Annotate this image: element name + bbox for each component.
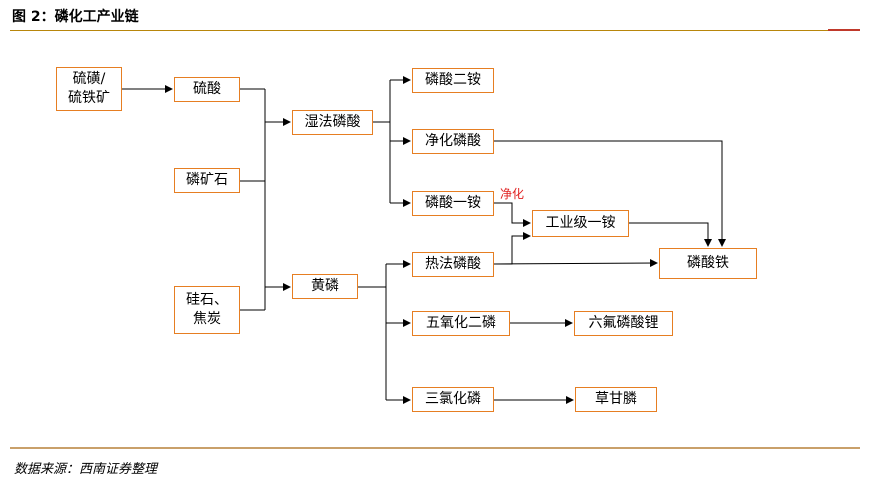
edge-map-to-industrial — [494, 202, 531, 227]
node-label: 六氟磷酸锂 — [588, 315, 659, 331]
edge-purified-to-lfp — [494, 140, 726, 247]
node-label: 工业级一铵 — [545, 215, 616, 231]
node-label: 磷酸铁 — [687, 255, 729, 271]
node-sulfur-iron-ore: 硫磺/ 硫铁矿 — [56, 67, 122, 111]
top-rule — [10, 30, 860, 31]
node-phosphorus-pentoxide: 五氧化二磷 — [412, 311, 510, 336]
node-map: 磷酸一铵 — [412, 191, 494, 216]
node-thermal-phosphoric-acid: 热法磷酸 — [412, 252, 494, 277]
node-sulfuric-acid: 硫酸 — [174, 77, 240, 102]
node-label: 热法磷酸 — [425, 256, 481, 272]
node-label: 黄磷 — [311, 278, 339, 294]
node-label-line2: 硫铁矿 — [68, 90, 110, 106]
edge-label-purify: 净化 — [500, 187, 525, 201]
node-wet-phosphoric-acid: 湿法磷酸 — [292, 110, 373, 135]
top-rule-accent — [828, 29, 860, 31]
node-industrial-grade-map: 工业级一铵 — [532, 210, 629, 237]
node-phosphate-rock: 磷矿石 — [174, 168, 240, 193]
node-yellow-phosphorus: 黄磷 — [292, 274, 358, 299]
edge-thermal-to-lfp — [493, 259, 658, 268]
figure-title: 图 2：磷化工产业链 — [12, 9, 139, 25]
node-silica-coke: 硅石、 焦炭 — [174, 286, 240, 334]
node-label-line1: 硫磺/ — [72, 71, 106, 87]
node-label: 草甘膦 — [595, 391, 637, 407]
node-label: 三氯化磷 — [425, 391, 481, 407]
node-label: 净化磷酸 — [425, 133, 481, 149]
edge-industrial-to-lfp — [629, 222, 712, 247]
node-purified-phosphoric-acid: 净化磷酸 — [412, 129, 494, 154]
node-glyphosate: 草甘膦 — [575, 387, 657, 412]
figure-source: 数据来源：西南证券整理 — [14, 462, 158, 477]
edge-thermal-to-industrial — [494, 232, 531, 265]
node-label: 磷矿石 — [186, 172, 228, 188]
node-label: 磷酸二铵 — [425, 72, 481, 88]
node-label: 湿法磷酸 — [304, 114, 361, 130]
node-dap: 磷酸二铵 — [412, 68, 494, 93]
node-label-line1: 硅石、 — [186, 292, 228, 308]
node-iron-phosphate: 磷酸铁 — [659, 248, 757, 279]
node-label: 硫酸 — [193, 81, 221, 97]
bottom-rule — [10, 447, 860, 449]
node-label: 磷酸一铵 — [425, 195, 481, 211]
node-lithium-hexafluorophosphate: 六氟磷酸锂 — [574, 311, 673, 336]
node-label-line2: 焦炭 — [193, 311, 221, 327]
node-phosphorus-trichloride: 三氯化磷 — [412, 387, 494, 412]
node-label: 五氧化二磷 — [426, 315, 496, 331]
